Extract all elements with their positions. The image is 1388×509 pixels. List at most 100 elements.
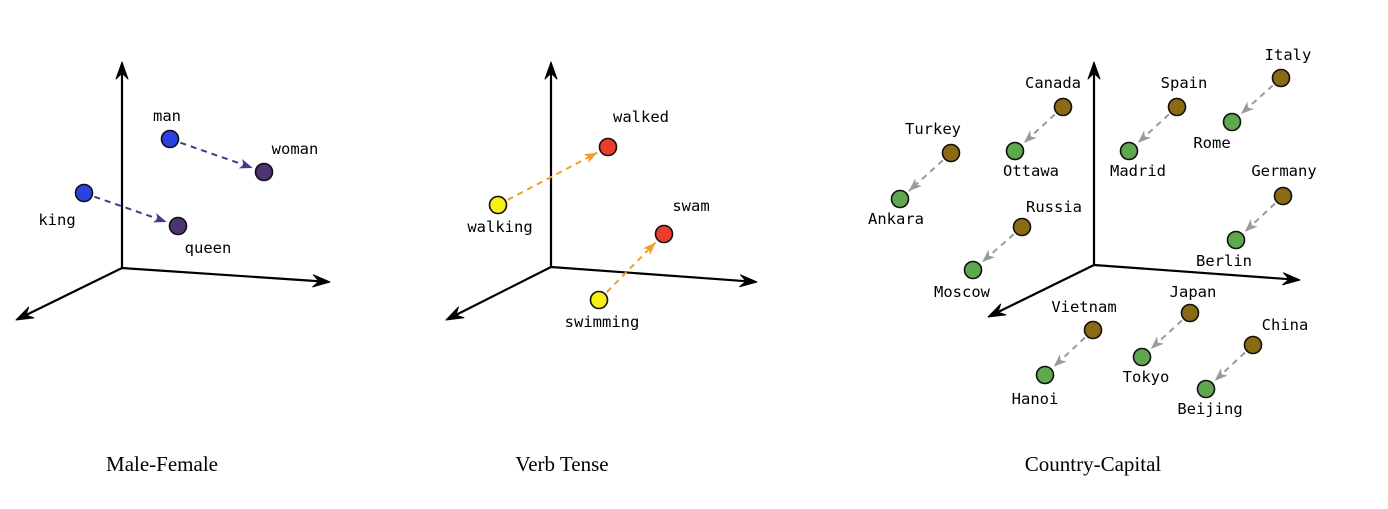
point-swimming[interactable] (589, 290, 609, 310)
label-swam: swam (672, 197, 709, 215)
point-vietnam[interactable] (1083, 320, 1103, 340)
point-hanoi[interactable] (1035, 365, 1055, 385)
left-axis (25, 267, 123, 317)
analogy-arrow-line (507, 151, 598, 201)
point-berlin[interactable] (1226, 230, 1246, 250)
point-swam[interactable] (654, 224, 674, 244)
left-axis (997, 264, 1095, 314)
label-beijing: Beijing (1177, 400, 1242, 418)
analogy-arrow-head (152, 213, 167, 223)
label-berlin: Berlin (1196, 252, 1252, 270)
point-beijing[interactable] (1196, 379, 1216, 399)
left-axis (455, 266, 552, 317)
point-rome[interactable] (1222, 112, 1242, 132)
left-axis-arrowhead (445, 306, 465, 321)
point-spain[interactable] (1167, 97, 1187, 117)
label-king: king (38, 211, 75, 229)
point-tokyo[interactable] (1132, 347, 1152, 367)
label-italy: Italy (1265, 46, 1312, 64)
right-axis-arrowhead (739, 274, 758, 288)
label-queen: queen (185, 239, 232, 257)
vertical-axis-arrowhead (115, 61, 129, 80)
point-queen[interactable] (168, 216, 188, 236)
pair-king-queen: king queen (38, 183, 232, 257)
label-tokyo: Tokyo (1123, 368, 1170, 386)
point-madrid[interactable] (1119, 141, 1139, 161)
analogy-arrow-head (1137, 130, 1151, 143)
point-walking[interactable] (488, 195, 508, 215)
label-germany: Germany (1251, 162, 1316, 180)
point-china[interactable] (1243, 335, 1263, 355)
analogy-arrow-head (1214, 368, 1228, 381)
right-axis-arrowhead (312, 274, 331, 288)
right-axis (550, 265, 747, 283)
label-ottawa: Ottawa (1003, 162, 1059, 180)
right-axis (1093, 263, 1290, 281)
point-king[interactable] (74, 183, 94, 203)
label-ankara: Ankara (868, 210, 924, 228)
analogy-arrow-head (238, 159, 253, 169)
label-vietnam: Vietnam (1051, 298, 1116, 316)
panel-caption-verb-tense: Verb Tense (515, 452, 608, 476)
captions-root: Male-Female Verb Tense Country-Capital (106, 452, 1161, 476)
label-russia: Russia (1026, 198, 1082, 216)
point-italy[interactable] (1271, 68, 1291, 88)
point-russia[interactable] (1012, 217, 1032, 237)
analogy-arrow-head (908, 178, 922, 191)
point-ottawa[interactable] (1005, 141, 1025, 161)
right-axis-arrowhead (1282, 272, 1301, 286)
left-axis-arrowhead (15, 306, 35, 321)
point-moscow[interactable] (963, 260, 983, 280)
analogy-arrow-head (583, 152, 598, 164)
panel-male-female: man woman king queen (15, 61, 331, 321)
point-woman[interactable] (254, 162, 274, 182)
point-walked[interactable] (598, 137, 618, 157)
pair-man-woman: man woman (153, 107, 319, 182)
analogy-arrow-head (1023, 130, 1037, 143)
label-woman: woman (272, 140, 319, 158)
label-moscow: Moscow (934, 283, 991, 301)
axes-verb-tense (445, 61, 758, 321)
analogy-arrow-line (94, 195, 168, 223)
label-japan: Japan (1170, 283, 1217, 301)
axes-country-capital (987, 61, 1301, 318)
label-man: man (153, 107, 181, 125)
point-canada[interactable] (1053, 97, 1073, 117)
label-china: China (1262, 316, 1309, 334)
label-turkey: Turkey (905, 120, 961, 138)
label-canada: Canada (1025, 74, 1081, 92)
point-japan[interactable] (1180, 303, 1200, 323)
vertical-axis-arrowhead (1087, 61, 1101, 80)
analogy-arrow-line (180, 141, 254, 169)
point-ankara[interactable] (890, 189, 910, 209)
label-madrid: Madrid (1110, 162, 1166, 180)
analogy-arrow-head (1240, 101, 1254, 114)
analogy-arrow-head (1053, 354, 1067, 367)
label-rome: Rome (1193, 134, 1230, 152)
analogy-arrow-head (642, 242, 656, 256)
point-germany[interactable] (1273, 186, 1293, 206)
label-swimming: swimming (565, 313, 640, 331)
point-man[interactable] (160, 129, 180, 149)
label-walked: walked (613, 108, 669, 126)
right-axis (121, 266, 320, 283)
panels-root: manwomankingqueenwalkingwalkedswimmingsw… (15, 46, 1317, 418)
pair-swimming-swam: swimming swam (565, 197, 710, 331)
analogy-arrow-head (1150, 336, 1164, 349)
point-turkey[interactable] (941, 143, 961, 163)
analogy-arrow-line (606, 241, 657, 293)
panel-caption-country-capital: Country-Capital (1025, 452, 1162, 476)
panel-caption-male-female: Male-Female (106, 452, 218, 476)
